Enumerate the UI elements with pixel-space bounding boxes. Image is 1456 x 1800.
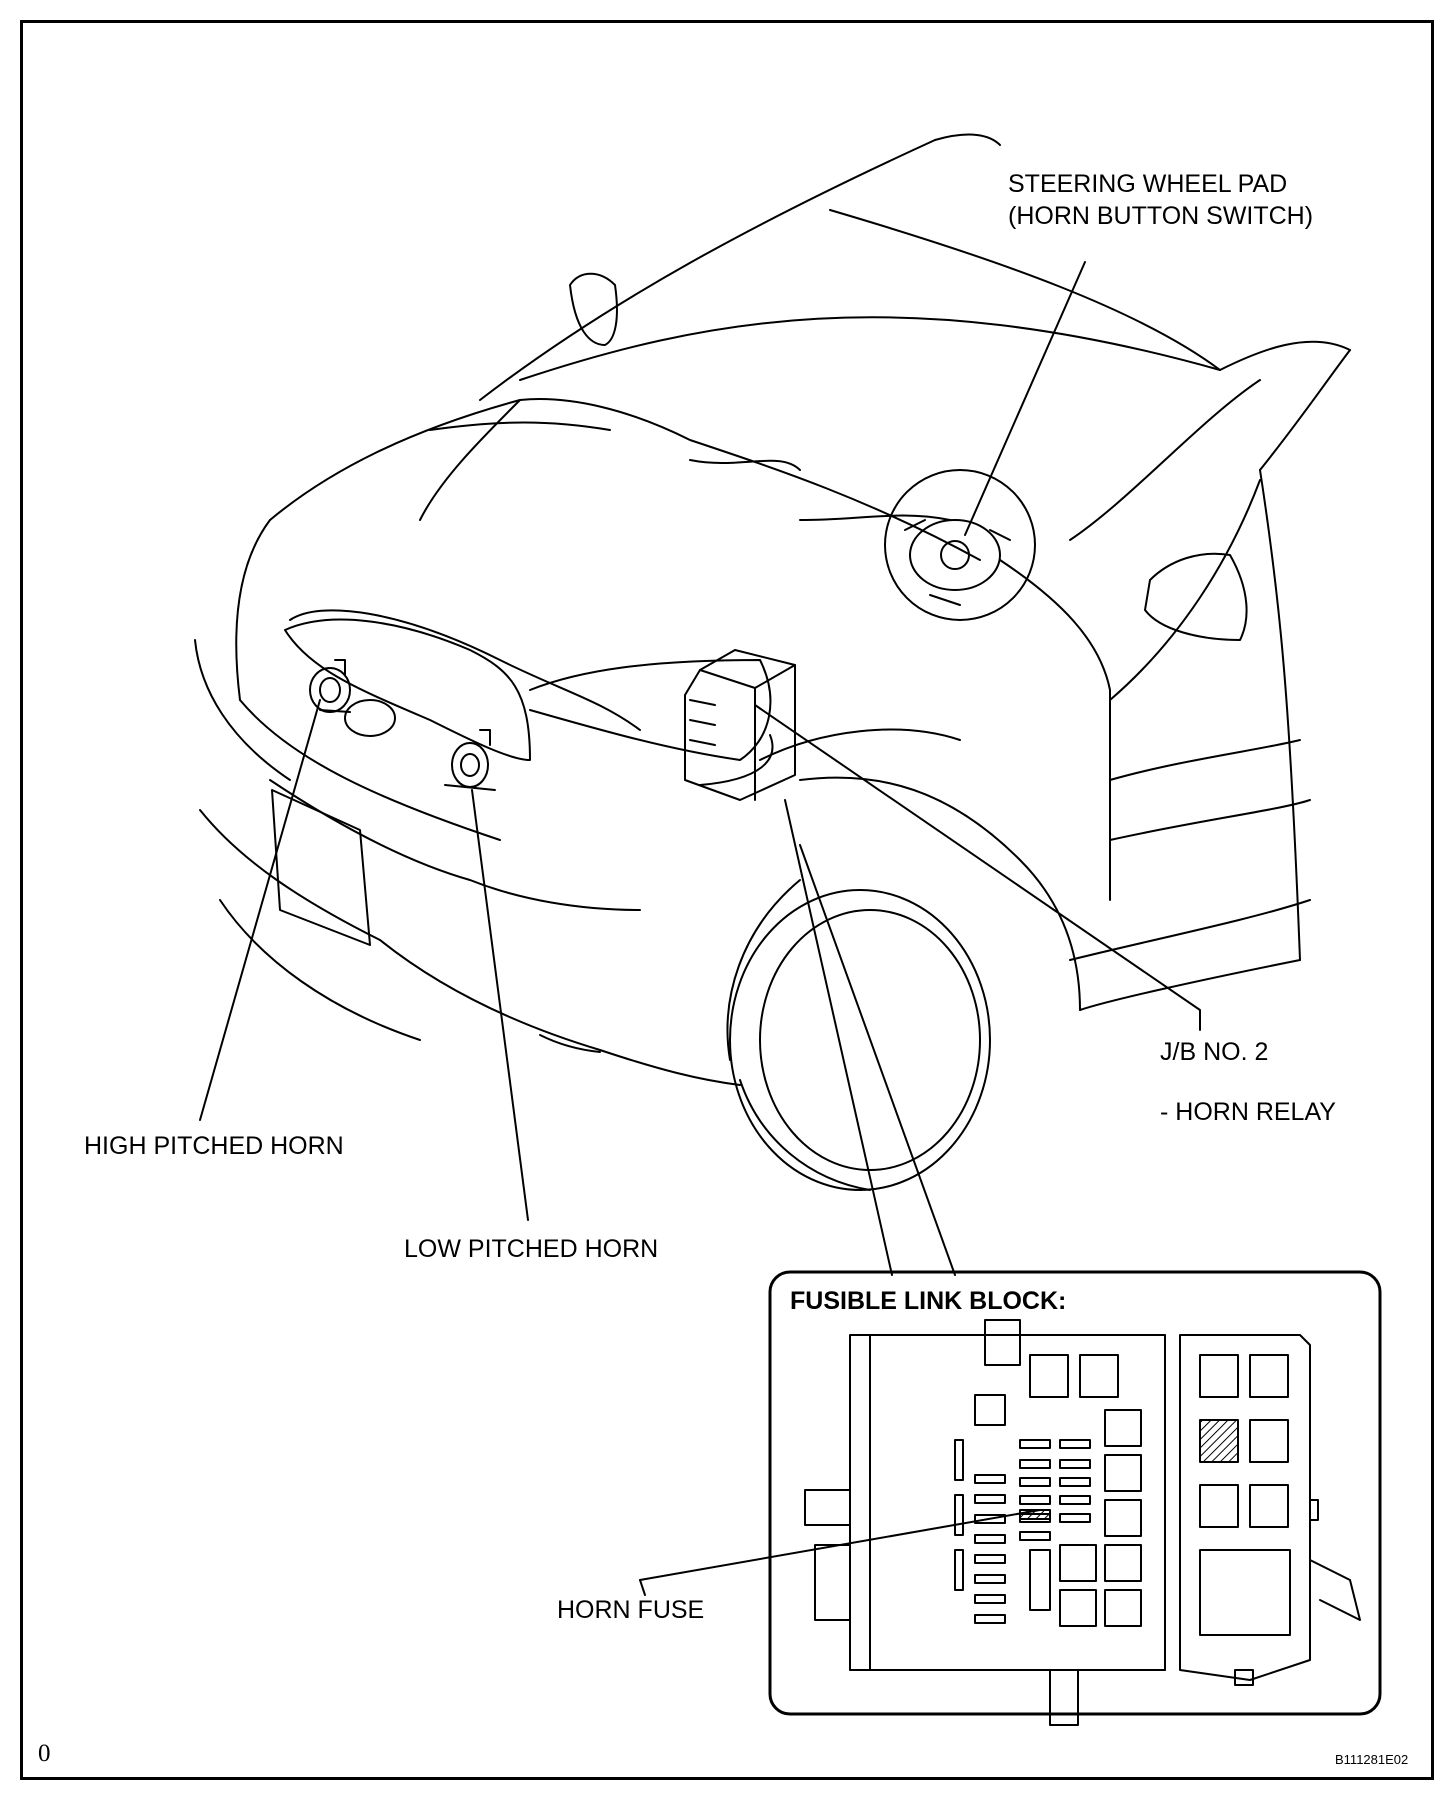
figure-code: B111281E02 xyxy=(1335,1752,1409,1767)
high-pitched-horn-shape xyxy=(309,659,351,713)
high-pitched-horn-label: HIGH PITCHED HORN xyxy=(84,1132,344,1160)
horn-fuse-label: HORN FUSE xyxy=(557,1596,705,1624)
jb-no2-box xyxy=(684,649,796,801)
diagram-frame xyxy=(20,20,1434,1780)
horn-relay-label: - HORN RELAY xyxy=(1160,1098,1336,1126)
corner-mark: 0 xyxy=(38,1740,51,1767)
fusible-link-inset xyxy=(768,1270,1382,1726)
leader-lines xyxy=(199,261,1201,1596)
low-pitched-horn-label: LOW PITCHED HORN xyxy=(404,1235,659,1263)
low-pitched-horn-shape xyxy=(444,729,496,791)
fusible-link-block-label: FUSIBLE LINK BLOCK: xyxy=(790,1287,1067,1315)
horn-button-switch-label: (HORN BUTTON SWITCH) xyxy=(1008,202,1314,230)
steering-wheel-pad-label: STEERING WHEEL PAD xyxy=(1008,170,1288,198)
jb-no2-label: J/B NO. 2 xyxy=(1160,1038,1269,1066)
car-body-outline xyxy=(194,133,1351,1191)
